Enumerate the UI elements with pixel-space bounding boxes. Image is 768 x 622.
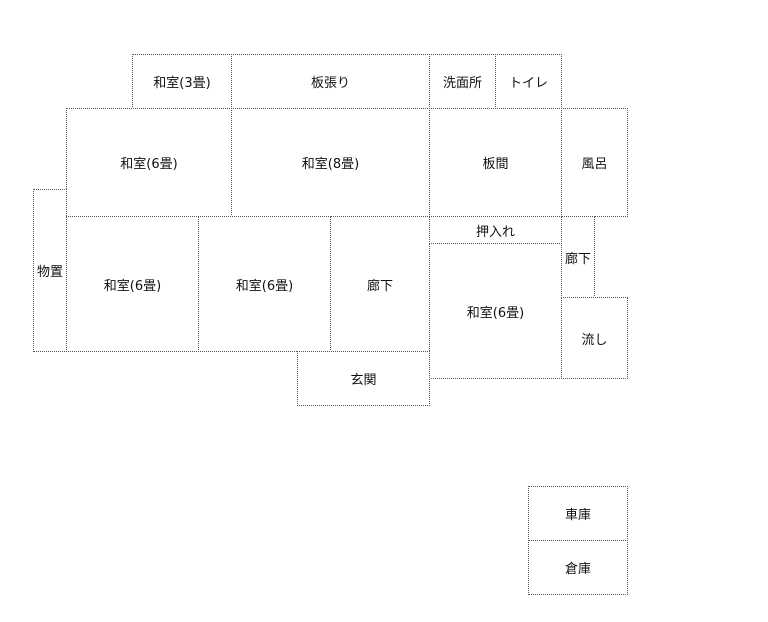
room-label: トイレ bbox=[508, 76, 548, 91]
room-washitsu-8: 和室(8畳) bbox=[231, 108, 430, 217]
room-label: 和室(6畳) bbox=[466, 305, 525, 321]
room-washitsu-3: 和室(3畳) bbox=[132, 54, 232, 109]
room-label: 和室(3畳) bbox=[153, 76, 211, 91]
room-shako: 車庫 bbox=[528, 486, 628, 541]
room-label: 廊下 bbox=[366, 278, 393, 294]
room-oshiire: 押入れ bbox=[429, 216, 562, 244]
room-label: 和室(6畳) bbox=[235, 278, 294, 294]
room-rouka-center: 廊下 bbox=[330, 216, 430, 352]
room-washitsu-6-lower-left: 和室(6畳) bbox=[66, 216, 199, 352]
room-furo: 風呂 bbox=[561, 108, 628, 217]
room-label: 流し bbox=[581, 332, 608, 348]
room-label: 車庫 bbox=[564, 508, 591, 523]
room-nagashi: 流し bbox=[561, 297, 628, 379]
room-washitsu-6-right: 和室(6畳) bbox=[429, 243, 562, 379]
room-label: 洗面所 bbox=[442, 76, 482, 91]
room-label: 和室(6畳) bbox=[103, 278, 162, 294]
room-label: 板張り bbox=[310, 76, 350, 91]
room-toilet: トイレ bbox=[495, 54, 562, 109]
room-genkan: 玄関 bbox=[297, 351, 430, 406]
room-washitsu-6-lower-mid: 和室(6畳) bbox=[198, 216, 331, 352]
room-label: 玄関 bbox=[350, 373, 377, 388]
room-souko: 倉庫 bbox=[528, 540, 628, 595]
room-monooki: 物置 bbox=[33, 189, 67, 352]
room-label: 板間 bbox=[482, 157, 509, 172]
room-label: 和室(8畳) bbox=[301, 157, 360, 172]
room-senmenjo: 洗面所 bbox=[429, 54, 496, 109]
room-label: 風呂 bbox=[581, 157, 608, 172]
room-label: 和室(6畳) bbox=[120, 157, 178, 172]
room-rouka-right: 廊下 bbox=[561, 216, 595, 298]
room-label: 物置 bbox=[36, 265, 63, 280]
room-label: 押入れ bbox=[475, 224, 515, 240]
room-washitsu-6-upper: 和室(6畳) bbox=[66, 108, 232, 217]
room-label: 廊下 bbox=[564, 251, 591, 267]
room-label: 倉庫 bbox=[564, 562, 591, 577]
room-itanoma: 板間 bbox=[429, 108, 562, 217]
room-itabari: 板張り bbox=[231, 54, 430, 109]
